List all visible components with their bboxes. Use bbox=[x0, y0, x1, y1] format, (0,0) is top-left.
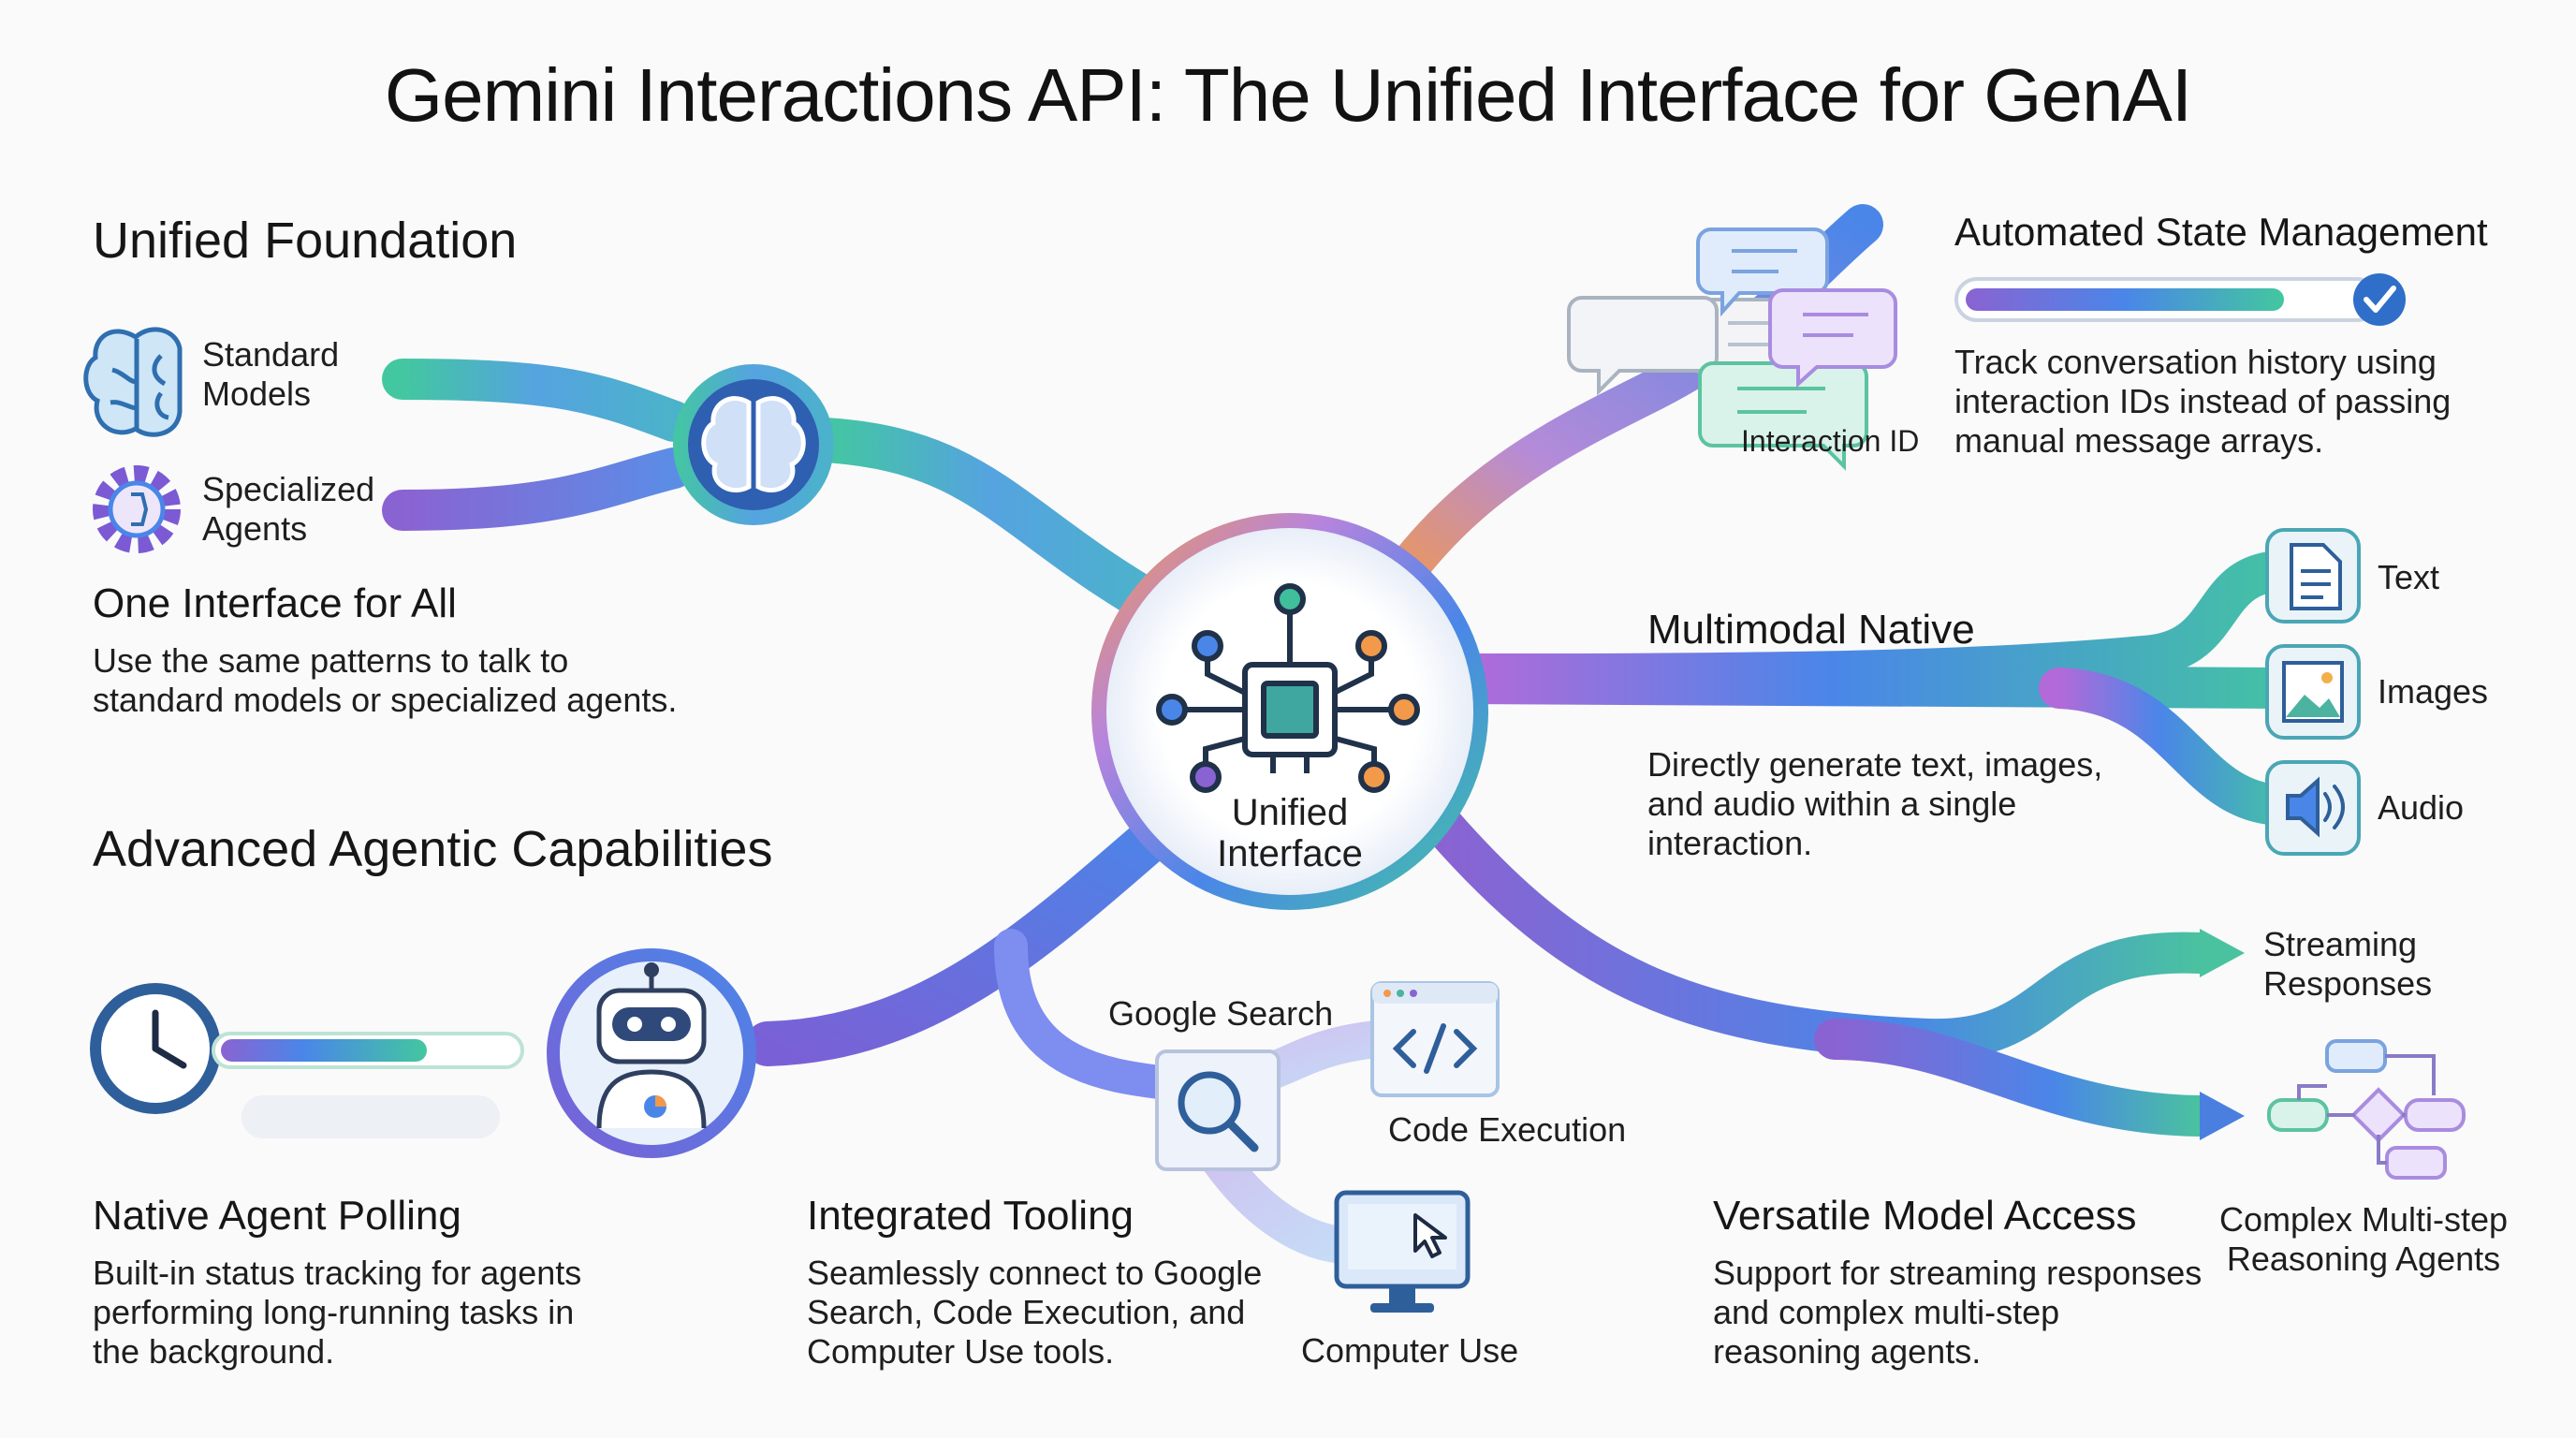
multimodal-branch bbox=[1440, 550, 2305, 826]
state-management-description: Track conversation history using interac… bbox=[1954, 343, 2452, 460]
code-execution-label: Code Execution bbox=[1388, 1110, 1627, 1149]
multimodal-description: Directly generate text, images, and audi… bbox=[1647, 745, 2103, 862]
multimodal-heading: Multimodal Native bbox=[1647, 607, 1975, 653]
streaming-label: Streaming Responses bbox=[2263, 925, 2433, 1003]
polling-heading: Native Agent Polling bbox=[93, 1193, 461, 1239]
text-output-label: Text bbox=[2378, 558, 2440, 596]
versatile-heading: Versatile Model Access bbox=[1713, 1193, 2137, 1239]
state-management-heading: Automated State Management bbox=[1954, 210, 2488, 254]
polling-progress-bar bbox=[212, 1032, 524, 1138]
agentic-heading: Advanced Agentic Capabilities bbox=[93, 821, 773, 877]
agentic-branch bbox=[745, 792, 1206, 1103]
magnifier-icon bbox=[1155, 1049, 1281, 1171]
versatile-description: Support for streaming responses and comp… bbox=[1713, 1254, 2203, 1371]
chip-icon bbox=[1156, 583, 1420, 793]
code-icon bbox=[1370, 981, 1500, 1097]
gear-icon bbox=[93, 465, 181, 553]
polling-description: Built-in status tracking for agents perf… bbox=[93, 1254, 582, 1371]
brain-icon bbox=[83, 327, 183, 437]
monitor-cursor-icon bbox=[1334, 1190, 1471, 1313]
clock-icon bbox=[90, 983, 221, 1114]
chat-bubbles-icon bbox=[1567, 227, 1897, 471]
multistep-label: Complex Multi-step Reasoning Agents bbox=[2218, 1200, 2509, 1278]
one-interface-description: Use the same patterns to talk to standar… bbox=[93, 641, 678, 719]
tooling-heading: Integrated Tooling bbox=[807, 1193, 1134, 1239]
robot-icon bbox=[547, 948, 756, 1158]
state-progress-bar bbox=[1954, 273, 2406, 326]
left-top-branch bbox=[382, 359, 1183, 631]
images-output-label: Images bbox=[2378, 672, 2489, 711]
google-search-label: Google Search bbox=[1108, 994, 1334, 1033]
workflow-icon bbox=[2267, 1039, 2466, 1180]
versatile-branch bbox=[1421, 803, 2245, 1140]
foundation-heading: Unified Foundation bbox=[93, 213, 518, 269]
computer-use-label: Computer Use bbox=[1301, 1331, 1519, 1370]
central-hub-label: Unified Interface bbox=[1217, 792, 1363, 874]
standard-models-label: Standard Models bbox=[202, 335, 340, 413]
speaker-icon bbox=[2265, 760, 2361, 856]
one-interface-heading: One Interface for All bbox=[93, 580, 457, 626]
document-icon bbox=[2265, 528, 2361, 624]
brain-hub bbox=[673, 364, 834, 525]
page-title: Gemini Interactions API: The Unified Int… bbox=[384, 53, 2192, 137]
audio-output-label: Audio bbox=[2378, 788, 2465, 827]
tooling-description: Seamlessly connect to Google Search, Cod… bbox=[807, 1254, 1263, 1371]
image-icon bbox=[2265, 644, 2361, 740]
specialized-agents-label: Specialized Agents bbox=[202, 470, 375, 548]
interaction-id-label: Interaction ID bbox=[1741, 424, 1920, 458]
central-hub bbox=[1091, 513, 1488, 910]
